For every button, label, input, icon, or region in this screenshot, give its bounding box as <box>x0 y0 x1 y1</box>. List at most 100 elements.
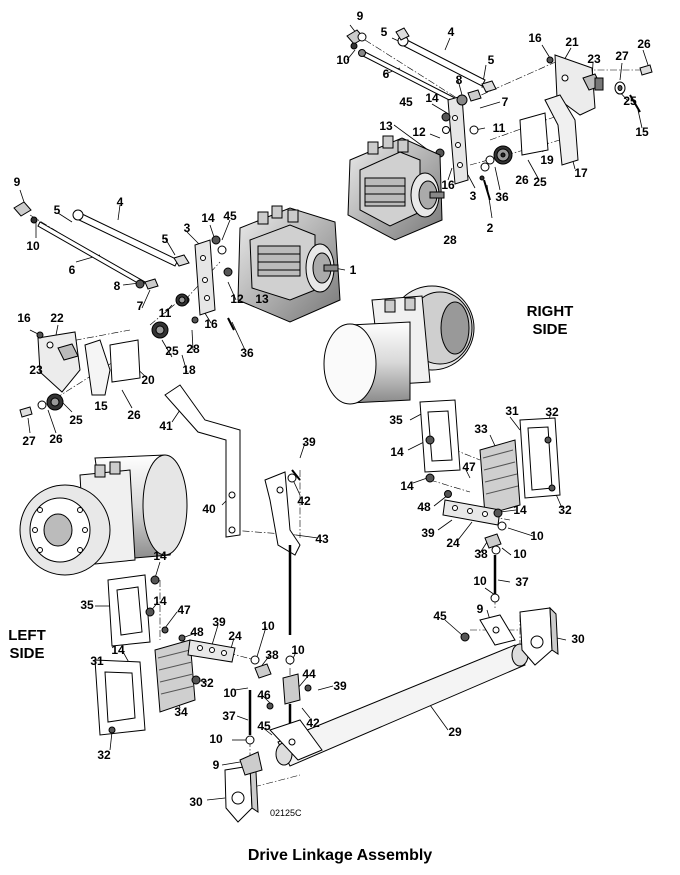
part-callout-38: 38 <box>474 547 488 561</box>
part-callout-25: 25 <box>533 175 547 189</box>
part-callout-5: 5 <box>488 53 495 67</box>
right-lower-linkage <box>419 399 561 603</box>
part-callout-10: 10 <box>223 686 237 700</box>
part-callout-9: 9 <box>14 175 21 189</box>
part-callout-30: 30 <box>571 632 585 646</box>
part-callout-10: 10 <box>26 239 40 253</box>
part-callout-48: 48 <box>417 500 431 514</box>
part-callout-36: 36 <box>240 346 254 360</box>
part-callout-15: 15 <box>635 125 649 139</box>
part-callout-34: 34 <box>174 705 188 719</box>
right-side-label-line1: RIGHT <box>527 303 574 320</box>
support-bracket-30 <box>224 606 559 823</box>
part-callout-19: 19 <box>540 153 554 167</box>
part-callout-24: 24 <box>446 536 460 550</box>
part-callout-35: 35 <box>389 413 403 427</box>
part-callout-38: 38 <box>265 648 279 662</box>
part-callout-32: 32 <box>97 748 111 762</box>
part-callout-39: 39 <box>333 679 347 693</box>
left-side-label-line2: SIDE <box>9 645 44 662</box>
left-lower-linkage <box>94 574 272 745</box>
part-callout-8: 8 <box>456 73 463 87</box>
part-callout-14: 14 <box>390 445 404 459</box>
part-callout-45: 45 <box>433 609 447 623</box>
part-callout-30: 30 <box>189 795 203 809</box>
drawing-code: 02125C <box>270 808 302 818</box>
part-callout-7: 7 <box>502 95 509 109</box>
part-callout-4: 4 <box>448 25 455 39</box>
part-callout-32: 32 <box>558 503 572 517</box>
part-callout-46: 46 <box>257 688 271 702</box>
part-callout-23: 23 <box>587 52 601 66</box>
part-callout-11: 11 <box>493 121 506 135</box>
center-linkage <box>164 384 312 735</box>
part-callout-7: 7 <box>137 299 144 313</box>
part-callout-14: 14 <box>201 211 215 225</box>
part-callout-10: 10 <box>209 732 223 746</box>
part-callout-40: 40 <box>202 502 216 516</box>
part-callout-33: 33 <box>474 422 488 436</box>
part-callout-16: 16 <box>441 178 455 192</box>
part-callout-5: 5 <box>381 25 388 39</box>
part-callout-45: 45 <box>399 95 413 109</box>
part-callout-3: 3 <box>470 189 477 203</box>
part-callout-20: 20 <box>141 373 155 387</box>
left-wheel-motor <box>19 454 188 576</box>
part-callout-41: 41 <box>159 419 173 433</box>
part-callout-15: 15 <box>94 399 108 413</box>
part-callout-35: 35 <box>80 598 94 612</box>
part-callout-25: 25 <box>623 94 637 108</box>
part-callout-13: 13 <box>255 292 269 306</box>
part-callout-45: 45 <box>223 209 237 223</box>
part-callout-48: 48 <box>190 625 204 639</box>
right-hydro-pump-2 <box>347 135 445 241</box>
part-callout-13: 13 <box>379 119 393 133</box>
part-callout-14: 14 <box>425 91 439 105</box>
part-callout-39: 39 <box>421 526 435 540</box>
figure-caption: Drive Linkage Assembly <box>247 847 433 864</box>
part-callout-43: 43 <box>315 532 329 546</box>
part-callout-9: 9 <box>213 758 220 772</box>
part-callout-16: 16 <box>204 317 218 331</box>
part-callout-14: 14 <box>513 503 527 517</box>
part-callout-32: 32 <box>545 405 559 419</box>
part-callout-9: 9 <box>477 602 484 616</box>
part-callout-5: 5 <box>162 232 169 246</box>
part-callout-16: 16 <box>528 31 542 45</box>
left-hydro-pump-1 <box>237 205 341 323</box>
part-callout-10: 10 <box>336 53 350 67</box>
part-callout-37: 37 <box>515 575 529 589</box>
part-callout-27: 27 <box>615 49 629 63</box>
part-callout-31: 31 <box>90 654 104 668</box>
part-callout-4: 4 <box>117 195 124 209</box>
part-callout-10: 10 <box>473 574 487 588</box>
part-callout-11: 11 <box>159 306 172 320</box>
right-bracket-3 <box>435 89 491 201</box>
part-callout-39: 39 <box>302 435 316 449</box>
part-callout-26: 26 <box>515 173 529 187</box>
part-callout-8: 8 <box>114 279 121 293</box>
right-side-label-line2: SIDE <box>532 321 567 338</box>
part-callout-31: 31 <box>505 404 519 418</box>
part-callout-17: 17 <box>574 166 588 180</box>
part-callout-24: 24 <box>228 629 242 643</box>
part-callout-27: 27 <box>22 434 36 448</box>
left-bracket-3 <box>175 235 235 331</box>
side-labels: RIGHT SIDE LEFT SIDE <box>8 303 573 662</box>
part-callout-29: 29 <box>448 725 462 739</box>
part-callout-28: 28 <box>186 342 200 356</box>
part-callout-28: 28 <box>443 233 457 247</box>
part-callout-45: 45 <box>257 719 271 733</box>
part-callout-6: 6 <box>69 263 76 277</box>
left-side-label-line1: LEFT <box>8 627 46 644</box>
part-callout-42: 42 <box>306 716 320 730</box>
part-callout-47: 47 <box>177 603 191 617</box>
right-wheel-motor <box>323 285 475 405</box>
part-callout-10: 10 <box>513 547 527 561</box>
part-callout-36: 36 <box>495 190 509 204</box>
part-callout-26: 26 <box>127 408 141 422</box>
part-callout-12: 12 <box>412 125 426 139</box>
part-callout-26: 26 <box>637 37 651 51</box>
part-callout-10: 10 <box>291 643 305 657</box>
part-callout-22: 22 <box>50 311 64 325</box>
